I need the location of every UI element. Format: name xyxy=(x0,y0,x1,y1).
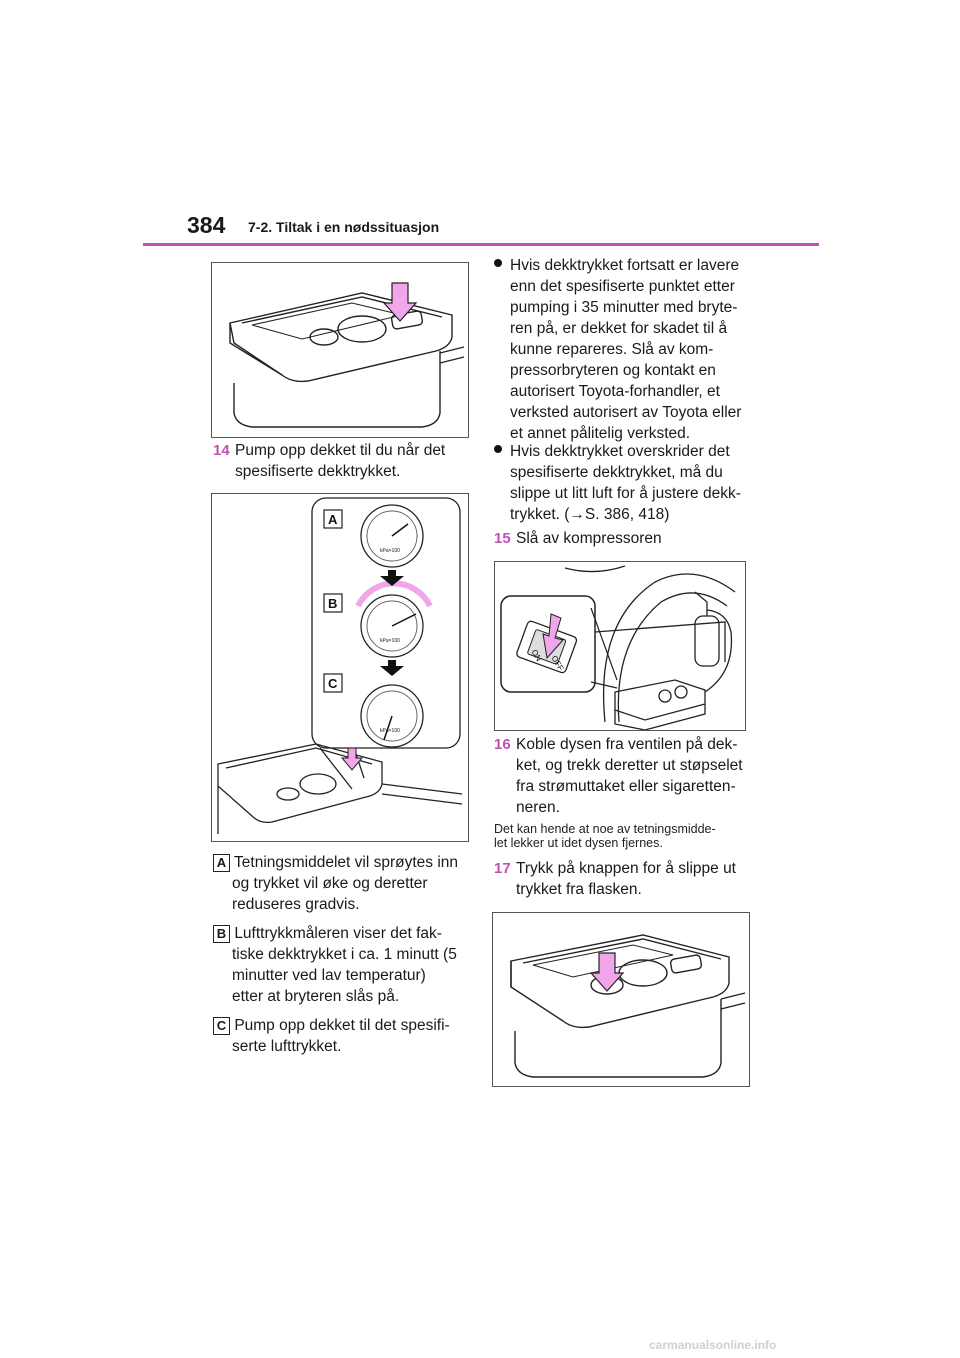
note-text: Det kan hende at noe av tetningsmidde- l… xyxy=(494,822,716,850)
gauge-unit: kPa×100 xyxy=(380,548,400,554)
bullet-icon xyxy=(494,259,502,267)
down-arrow-icon xyxy=(380,660,404,676)
switch-illustration: ON OFF xyxy=(500,565,736,730)
bullet-1: Hvis dekktrykket fortsatt er lavere enn … xyxy=(494,255,764,444)
down-arrow-icon xyxy=(380,570,404,586)
bullet-icon xyxy=(494,445,502,453)
header-rule xyxy=(143,243,819,246)
release-illustration xyxy=(510,934,746,1078)
figure-switch-off: ON OFF xyxy=(494,561,746,731)
gauge-unit: kPa×100 xyxy=(380,728,400,734)
figure-pressure-gauges: kPa×100 kPa×100 kPa×100 A B C xyxy=(211,493,469,842)
section-title: 7-2. Tiltak i en nødssituasjon xyxy=(248,219,440,235)
watermark: carmanualsonline.info xyxy=(649,1338,777,1352)
gauge-needle xyxy=(383,715,393,741)
step-number: 14 xyxy=(213,442,230,459)
gauge-unit: kPa×100 xyxy=(380,638,400,644)
step-text: spesifiserte dekktrykket. xyxy=(235,463,401,480)
press-arrow-icon xyxy=(340,747,364,771)
page-number: 384 xyxy=(187,212,226,238)
fig-label-a: A xyxy=(328,512,338,527)
step-14: 14 Pump opp dekket til du når det spesifis… xyxy=(213,440,445,482)
gauge-illustration: kPa×100 kPa×100 kPa×100 A B C xyxy=(217,497,463,834)
bullet-2: Hvis dekktrykket overskrider det spesifi… xyxy=(494,441,764,525)
label-c: C xyxy=(213,1017,230,1035)
item-a: A Tetningsmiddelet vil sprøytes inn og t… xyxy=(213,852,473,915)
press-arrow-icon xyxy=(382,282,418,322)
item-b: B Lufttrykkmåleren viser det fak- tiske … xyxy=(213,923,473,1007)
label-a: A xyxy=(213,854,230,872)
figure-compressor-switch xyxy=(211,262,469,438)
gauge-needle xyxy=(391,613,417,627)
figure-release-button xyxy=(492,912,750,1087)
fig-label-b: B xyxy=(328,596,337,611)
fig-label-c: C xyxy=(328,676,338,691)
compressor-illustration xyxy=(229,282,465,428)
label-b: B xyxy=(213,925,230,943)
press-arrow-icon xyxy=(542,613,564,660)
item-c: C Pump opp dekket til det spesifi- serte… xyxy=(213,1015,473,1057)
gauge-needle xyxy=(391,523,409,537)
press-arrow-icon xyxy=(589,952,625,992)
step-text: Pump opp dekket til du når det xyxy=(235,442,446,459)
